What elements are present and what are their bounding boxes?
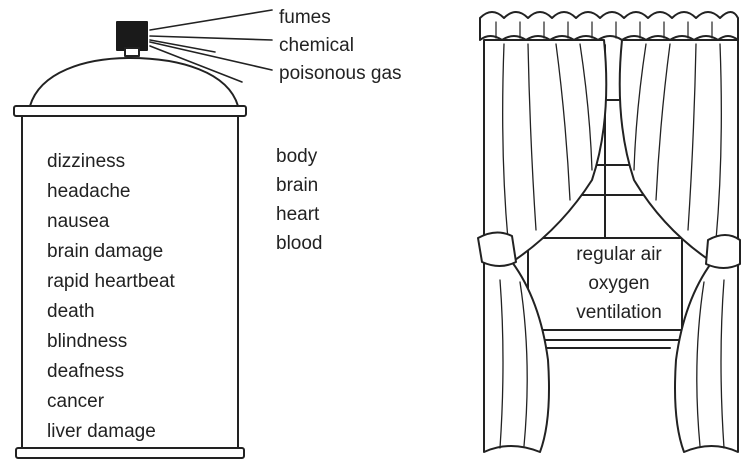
- left-tieback: [478, 232, 516, 266]
- window-with-curtains: [478, 12, 740, 452]
- window-label-list: regular air oxygen ventilation: [556, 245, 682, 322]
- symptom-item: rapid heartbeat: [47, 272, 175, 291]
- symptom-item: nausea: [47, 212, 175, 231]
- symptom-item: headache: [47, 182, 175, 201]
- right-tieback: [706, 235, 740, 268]
- symptom-item: death: [47, 302, 175, 321]
- body-part-item: body: [276, 147, 323, 166]
- symptom-item: cancer: [47, 392, 175, 411]
- spray-cap-stem: [125, 48, 139, 56]
- spray-lines: [150, 10, 272, 82]
- symptom-item: dizziness: [47, 152, 175, 171]
- spray-label-poisonous-gas: poisonous gas: [279, 64, 402, 83]
- curtain-valance: [480, 12, 738, 40]
- spray-can-bottom-rim: [16, 448, 244, 458]
- spray-label-fumes: fumes: [279, 8, 402, 27]
- spray-label-chemical: chemical: [279, 36, 402, 55]
- symptom-item: blindness: [47, 332, 175, 351]
- body-part-item: blood: [276, 234, 323, 253]
- symptom-item: liver damage: [47, 422, 175, 441]
- window-label-ventilation: ventilation: [576, 303, 662, 322]
- symptom-list: dizziness headache nausea brain damage r…: [47, 152, 175, 441]
- body-part-item: brain: [276, 176, 323, 195]
- spray-can-top-rim: [14, 106, 246, 116]
- symptom-item: deafness: [47, 362, 175, 381]
- spray-nozzle: [117, 22, 147, 50]
- spray-can-dome: [30, 58, 238, 106]
- window-label-oxygen: oxygen: [588, 274, 649, 293]
- body-part-list: body brain heart blood: [276, 147, 323, 253]
- body-part-item: heart: [276, 205, 323, 224]
- symptom-item: brain damage: [47, 242, 175, 261]
- spray-label-list: fumes chemical poisonous gas: [279, 8, 402, 83]
- window-label-regular-air: regular air: [576, 245, 662, 264]
